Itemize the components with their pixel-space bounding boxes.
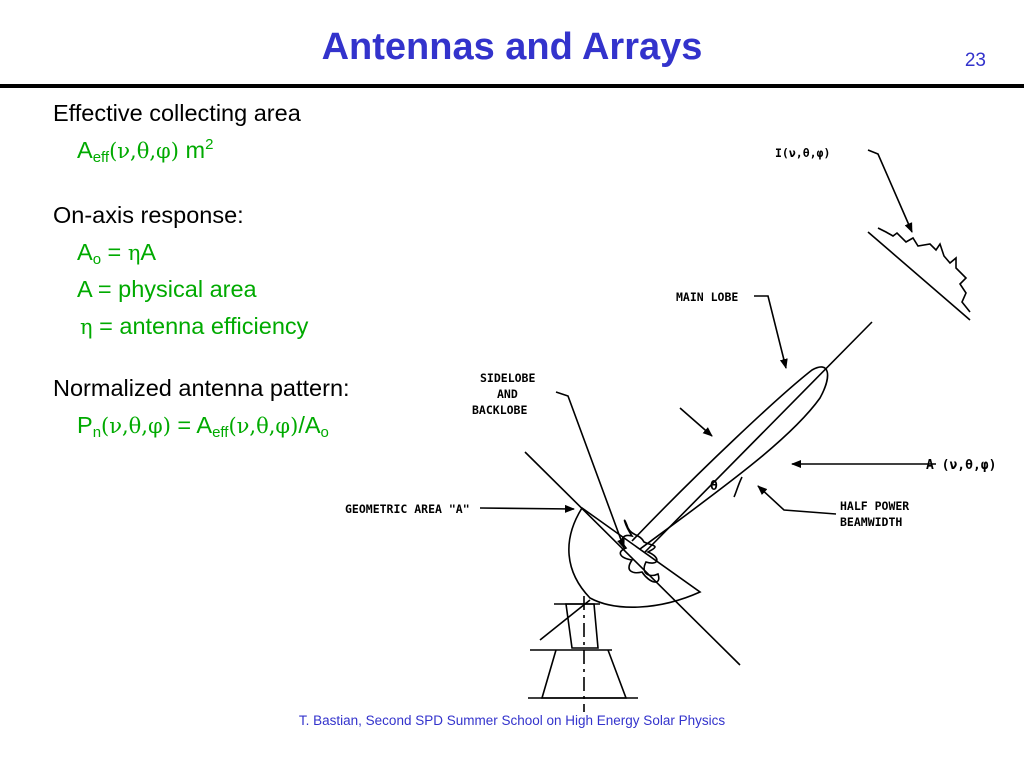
theta-arc [733, 476, 743, 498]
effective-area-heading: Effective collecting area [53, 100, 301, 126]
sidelobe-label-1: SIDELOBE [480, 371, 535, 385]
aeff-label: A (ν,θ,φ) [926, 458, 996, 473]
area-arrow [479, 504, 575, 513]
ao-equation: Ao = ηA [77, 239, 157, 268]
aperture-line [524, 451, 741, 666]
dish [568, 506, 702, 608]
physical-area-definition: A = physical area [77, 276, 257, 302]
slide-title: Antennas and Arrays [321, 26, 703, 68]
hpbw-arrow-upper [679, 407, 713, 437]
pedestal-upper [565, 603, 599, 649]
intensity-label: I(ν,θ,φ) [775, 146, 830, 160]
onaxis-heading: On-axis response: [53, 202, 244, 228]
hpbw-label-2: BEAMWIDTH [840, 515, 902, 529]
pn-equation: Pn(ν,θ,φ) = Aeff(ν,θ,φ)/Ao [77, 412, 329, 441]
sidelobe-label-2: AND [497, 387, 518, 401]
pattern-heading: Normalized antenna pattern: [53, 375, 350, 401]
footer-credit: T. Bastian, Second SPD Summer School on … [298, 713, 726, 728]
side-lobes [619, 519, 660, 583]
sidelobe-label-3: BACKLOBE [472, 403, 527, 417]
tilt-axis [539, 599, 591, 641]
page-number: 23 [964, 50, 986, 71]
aeff-expression: Aeff(ν,θ,φ) m2 [77, 136, 214, 166]
wavefront-jagged [877, 227, 971, 313]
hpbw-arrow-lower [757, 485, 837, 515]
title-divider [0, 84, 1024, 88]
hpbw-label-1: HALF POWER [840, 499, 909, 513]
geometric-area-label: GEOMETRIC AREA "A" [345, 502, 470, 516]
wavefront-line [867, 231, 971, 321]
sidelobe-arrow [555, 391, 625, 549]
main-lobe-arrow [754, 295, 788, 369]
theta-label: θ [710, 479, 718, 494]
main-lobe [631, 366, 829, 550]
intensity-arrow [867, 149, 913, 233]
main-lobe-label: MAIN LOBE [676, 290, 738, 304]
beam-axis [644, 321, 873, 553]
efficiency-definition: η = antenna efficiency [80, 313, 309, 339]
